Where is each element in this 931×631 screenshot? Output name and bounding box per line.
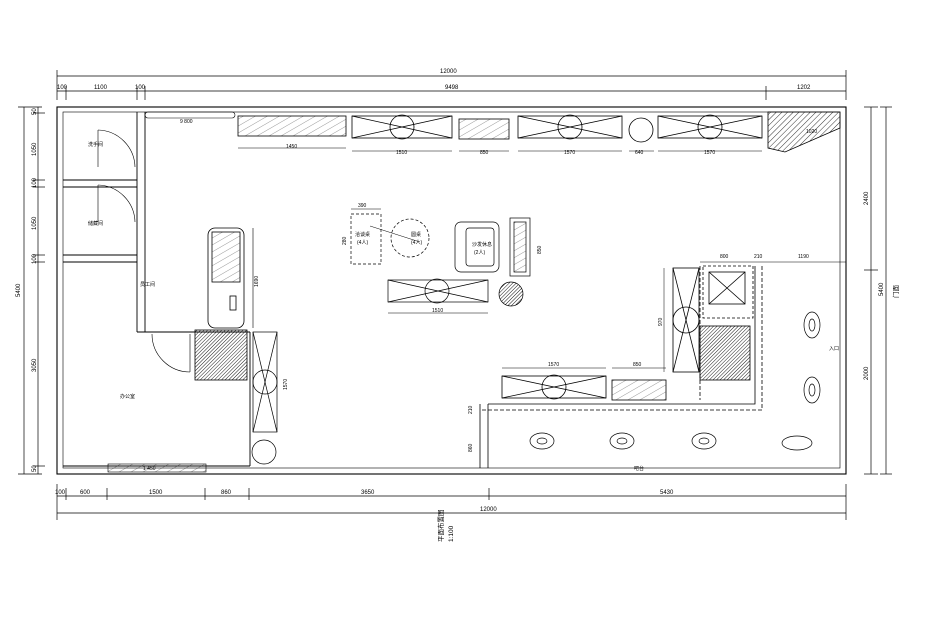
dim-left-seg: 3050: [32, 358, 38, 372]
area-label: 吧台: [634, 465, 644, 472]
small-dim: 1 450: [143, 466, 156, 472]
tall-cabinet: [207, 227, 254, 329]
small-dim: 9 800: [180, 119, 193, 125]
bar-stools: [529, 311, 821, 451]
dim-bottom-seg: 100: [55, 490, 66, 496]
dim-top-seg: 1202: [797, 85, 811, 91]
dim-bottom-seg: 860: [221, 490, 232, 496]
dim-counter: 800: [720, 254, 729, 260]
dim-left-seg: 1050: [32, 142, 38, 156]
dim-low: 210: [468, 405, 474, 414]
dim-vertical: 970: [658, 317, 664, 326]
dim-right-seg: 2400: [864, 191, 870, 205]
dim-shelf: 1510: [396, 150, 407, 156]
dim-shelf: 1450: [286, 144, 297, 150]
dim-coffee: 850: [537, 245, 543, 254]
dim-vertical: 1690: [254, 276, 260, 287]
furniture-label: (2人): [474, 250, 485, 256]
right-dimension-lines: [864, 106, 892, 475]
furniture-label: 圆桌: [411, 231, 421, 238]
dim-right-total: 5400: [879, 282, 885, 296]
dim-right-seg: 2000: [864, 366, 870, 380]
left-dimension-lines: [18, 106, 45, 475]
left-rooms: [63, 111, 251, 473]
hatched-wall-block: [194, 329, 248, 381]
dim-left-seg: 100: [32, 253, 38, 264]
furniture-label: (4人): [357, 240, 368, 246]
furniture-label: 洽谈桌: [355, 231, 370, 238]
dim-shelf: 640: [635, 150, 644, 156]
dim-mid: 1510: [432, 308, 443, 314]
drawing-scale: 1:100: [448, 525, 455, 542]
furniture-label: (4人): [411, 240, 422, 246]
area-label: 入口: [829, 346, 839, 352]
bottom-dimension-lines: [56, 484, 847, 520]
dim-left-seg: 50: [32, 465, 38, 472]
dim-low: 850: [633, 362, 642, 368]
dim-coffee: 390: [358, 203, 367, 209]
dim-top-seg: 100: [57, 85, 68, 91]
dim-bottom-total: 12000: [480, 507, 497, 513]
hatched-wall-block: [699, 325, 751, 381]
side-label: 门面: [891, 285, 900, 299]
outer-walls: [56, 106, 847, 475]
left-lower-display: [251, 331, 278, 465]
dim-low: 1570: [548, 362, 559, 368]
dim-top-seg: 100: [135, 85, 146, 91]
top-dimension-lines: [56, 70, 847, 100]
dim-top-seg: 1100: [94, 85, 108, 91]
center-furniture: [350, 208, 531, 314]
dim-top-seg: 9498: [445, 85, 459, 91]
room-label: 洗手间: [88, 141, 103, 148]
dim-shelf: 850: [480, 150, 489, 156]
furniture-label: 沙发休息: [472, 241, 492, 248]
dim-counter: 1190: [798, 254, 809, 260]
room-label: 储藏间: [88, 220, 103, 227]
dim-left-total: 5400: [16, 283, 22, 297]
dim-bar: 1020: [806, 129, 817, 135]
dim-bottom-seg: 1500: [149, 490, 163, 496]
dim-bottom-seg: 5430: [660, 490, 674, 496]
dim-shelf: 1570: [704, 150, 715, 156]
dim-left-seg: 50: [32, 108, 38, 115]
top-display-shelves: [237, 111, 841, 153]
dim-bottom-seg: 3650: [361, 490, 375, 496]
drawing-title: 平面布置图: [436, 510, 445, 543]
dim-left-seg: 1050: [32, 216, 38, 230]
room-label: 办公室: [120, 393, 135, 400]
dim-low: 860: [468, 443, 474, 452]
dim-vertical: 1570: [283, 379, 289, 390]
dim-top-total: 12000: [440, 69, 457, 75]
right-counter-area: [479, 261, 846, 468]
dim-left-seg: 100: [32, 177, 38, 188]
dim-coffee: 280: [342, 236, 348, 245]
dim-shelf: 1570: [564, 150, 575, 156]
room-label: 员工间: [140, 281, 155, 288]
dim-bottom-seg: 600: [80, 490, 91, 496]
dim-counter: 210: [754, 254, 763, 260]
